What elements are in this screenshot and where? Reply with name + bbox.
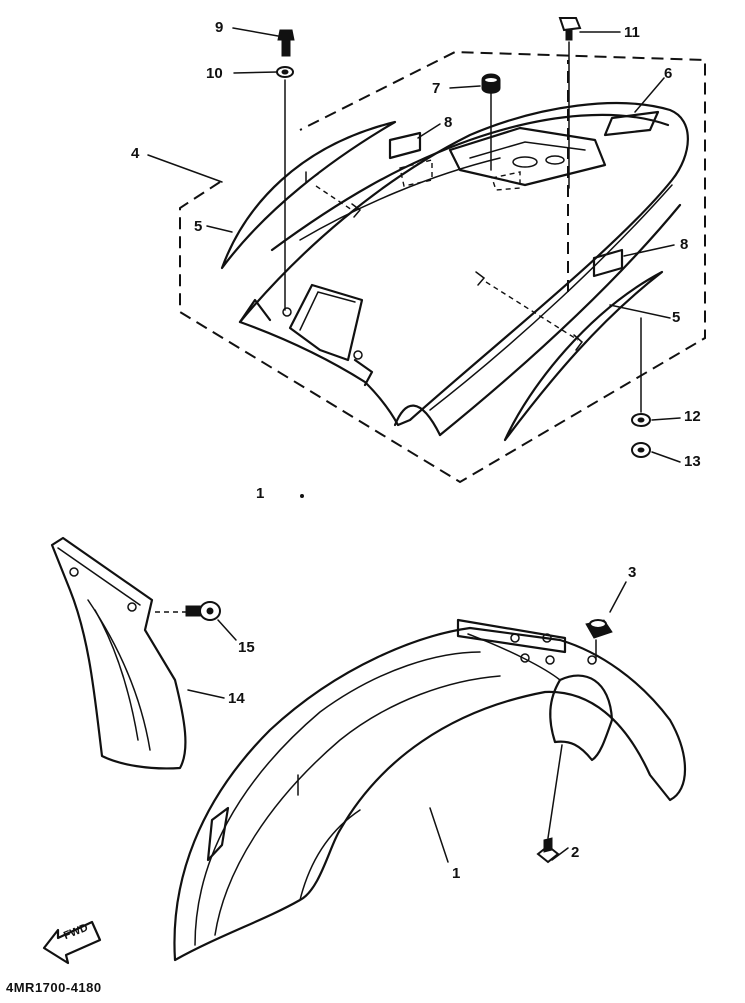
side-decal-right (503, 270, 664, 442)
forward-arrow-icon (42, 920, 102, 965)
bolt-9 (277, 29, 295, 57)
label-part-11: 11 (624, 24, 640, 41)
mud-flap (50, 536, 187, 770)
label-part-14: 14 (228, 690, 245, 707)
label-part-5-right: 5 (672, 309, 681, 326)
bolt-11 (558, 17, 582, 41)
label-part-13: 13 (684, 453, 701, 470)
pad-upper (388, 131, 422, 160)
washer-10 (276, 66, 294, 78)
label-part-3: 3 (628, 564, 637, 581)
label-part-2: 2 (571, 844, 580, 861)
screw-15 (185, 601, 221, 621)
label-part-10: 10 (206, 65, 223, 82)
washer-13 (631, 442, 651, 458)
label-part-8-right: 8 (680, 236, 689, 253)
label-part-12: 12 (684, 408, 701, 425)
nut-3 (585, 619, 613, 639)
label-part-6: 6 (664, 65, 673, 82)
label-part-1-top: 1 (256, 485, 265, 502)
nut-12 (631, 413, 651, 427)
pad-right (592, 248, 624, 278)
diagram-code: 4MR1700-4180 (6, 980, 102, 995)
label-part-8-top: 8 (444, 114, 453, 131)
label-part-7: 7 (432, 80, 441, 97)
bolt-2 (536, 837, 560, 864)
label-part-1-bottom: 1 (452, 865, 461, 882)
label-part-4: 4 (131, 145, 140, 162)
label-part-15: 15 (238, 639, 255, 656)
side-decal-left (220, 120, 397, 270)
assembly-boundary (179, 50, 706, 484)
cushion-rubber (481, 73, 501, 171)
label-part-5-left: 5 (194, 218, 203, 235)
top-decal (603, 110, 660, 137)
front-fender (173, 618, 687, 962)
label-part-9: 9 (215, 19, 224, 36)
